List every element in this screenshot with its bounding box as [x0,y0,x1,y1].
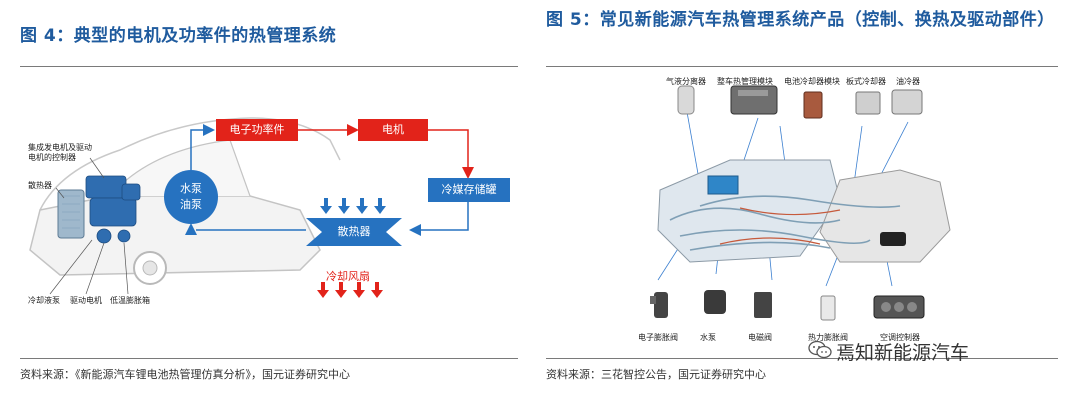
radiator-car-label: 散热器 [28,181,52,190]
oil-cooler-label: 油冷器 [896,77,920,86]
figure-4-panel: 图 4：典型的电机及功率件的热管理系统 [20,26,518,381]
bottom-divider [546,358,1058,359]
ac-controller-label: 空调控制器 [880,333,920,342]
thermal-system-illustration [650,85,951,321]
flow-lines [185,124,474,298]
car-illustration [29,117,341,295]
figure-5-source: 资料来源：三花智控公告，国元证券研究中心 [546,368,766,381]
water-pump-label: 水泵 [180,182,202,195]
top-components [677,85,923,119]
thermal-module-label: 整车热管理模块 [717,77,773,86]
solenoid-valve-label: 电磁阀 [748,333,772,342]
expansion-tank-label: 低温膨胀箱 [110,296,150,305]
cooling-fan-label: 冷却风扇 [326,270,370,283]
wechat-icon [808,340,832,359]
hvac-assembly [657,159,951,263]
bottom-divider [20,358,518,359]
plate-cooler-label: 板式冷却器 [846,77,886,86]
controller-label: 集成发电机及驱动电机的控制器 [28,143,92,162]
motor-box: 电机 [358,119,428,141]
top-divider [546,66,1058,67]
radiator-label: 散热器 [337,225,371,238]
figure-4-source: 资料来源：《新能源汽车锂电池热管理仿真分析》，国元证券研究中心 [20,368,350,381]
battery-chiller-module-label: 电池冷却器模块 [784,77,840,86]
coolant-pump-label: 冷却液泵 [28,296,60,305]
oil-pump-label: 油泵 [180,198,202,211]
electronic-expansion-valve-label: 电子膨胀阀 [638,333,678,342]
watermark-text: 焉知新能源汽车 [836,342,970,364]
gas-liquid-separator-label: 气液分离器 [666,77,706,86]
drive-motor-label: 驱动电机 [70,296,102,305]
pump-circle: 水泵 油泵 [164,170,218,224]
water-pump-label: 水泵 [700,333,716,342]
thermal-expansion-valve-label: 热力膨胀阀 [808,333,848,342]
figure-5-panel: 图 5：常见新能源汽车热管理系统产品（控制、换热及驱动部件） [540,0,1080,404]
top-divider [20,66,518,67]
figure-4-title: 图 4：典型的电机及功率件的热管理系统 [20,26,337,46]
coolant-tank-box: 冷媒存储罐 [428,178,510,202]
power-electronics-box: 电子功率件 [216,119,298,141]
bottom-components [650,290,925,321]
figure-5-title: 图 5：常见新能源汽车热管理系统产品（控制、换热及驱动部件） [546,10,1055,30]
